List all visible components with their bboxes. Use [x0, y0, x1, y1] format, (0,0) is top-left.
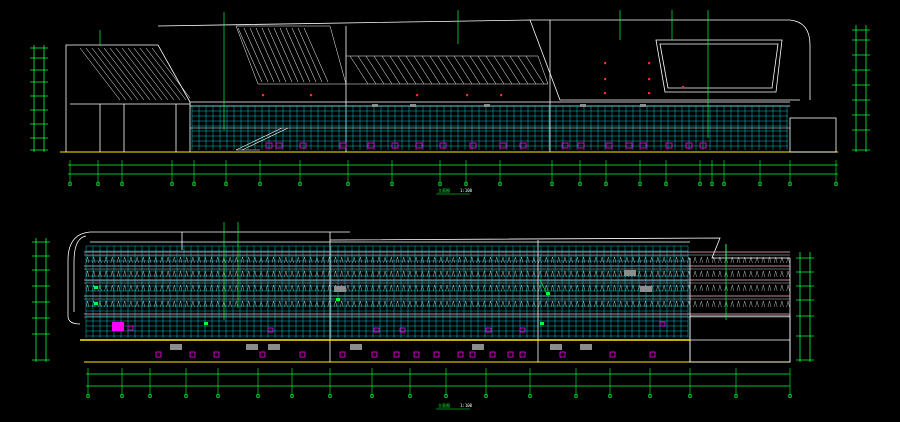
- leader-lines-top: [99, 10, 709, 138]
- curtain-wall-top: [190, 105, 790, 150]
- accent-marks-top: [262, 62, 707, 149]
- horizontal-dimension-top: [67, 160, 839, 187]
- vertical-dimension-right-bottom: [796, 252, 814, 362]
- building-outline-top: [60, 19, 838, 153]
- drawing-scale-top: 1:100: [460, 188, 473, 193]
- drawing-scale-bottom: 1:100: [460, 403, 473, 408]
- drawing-title-top: 立面图: [438, 187, 450, 193]
- drawing-title-bottom: 立面图: [438, 402, 450, 408]
- curtain-wall-bottom: [80, 245, 690, 341]
- vertical-dimension-right-top: [852, 25, 870, 152]
- horizontal-dimension-bottom: [85, 368, 793, 399]
- roof-louvers-top: [79, 25, 549, 101]
- elevation-drawing-top: 立面图 1:100: [30, 10, 870, 195]
- leader-lines-bottom: [223, 222, 727, 320]
- elevation-drawing-bottom: 立面图 1:100: [32, 222, 814, 410]
- entrance-stair-top: [235, 127, 289, 151]
- vertical-dimension-left-top: [30, 45, 48, 152]
- accent-marks-bottom: [94, 270, 666, 358]
- vertical-dimension-left-bottom: [32, 238, 50, 362]
- floor-bands-bottom: [84, 251, 790, 318]
